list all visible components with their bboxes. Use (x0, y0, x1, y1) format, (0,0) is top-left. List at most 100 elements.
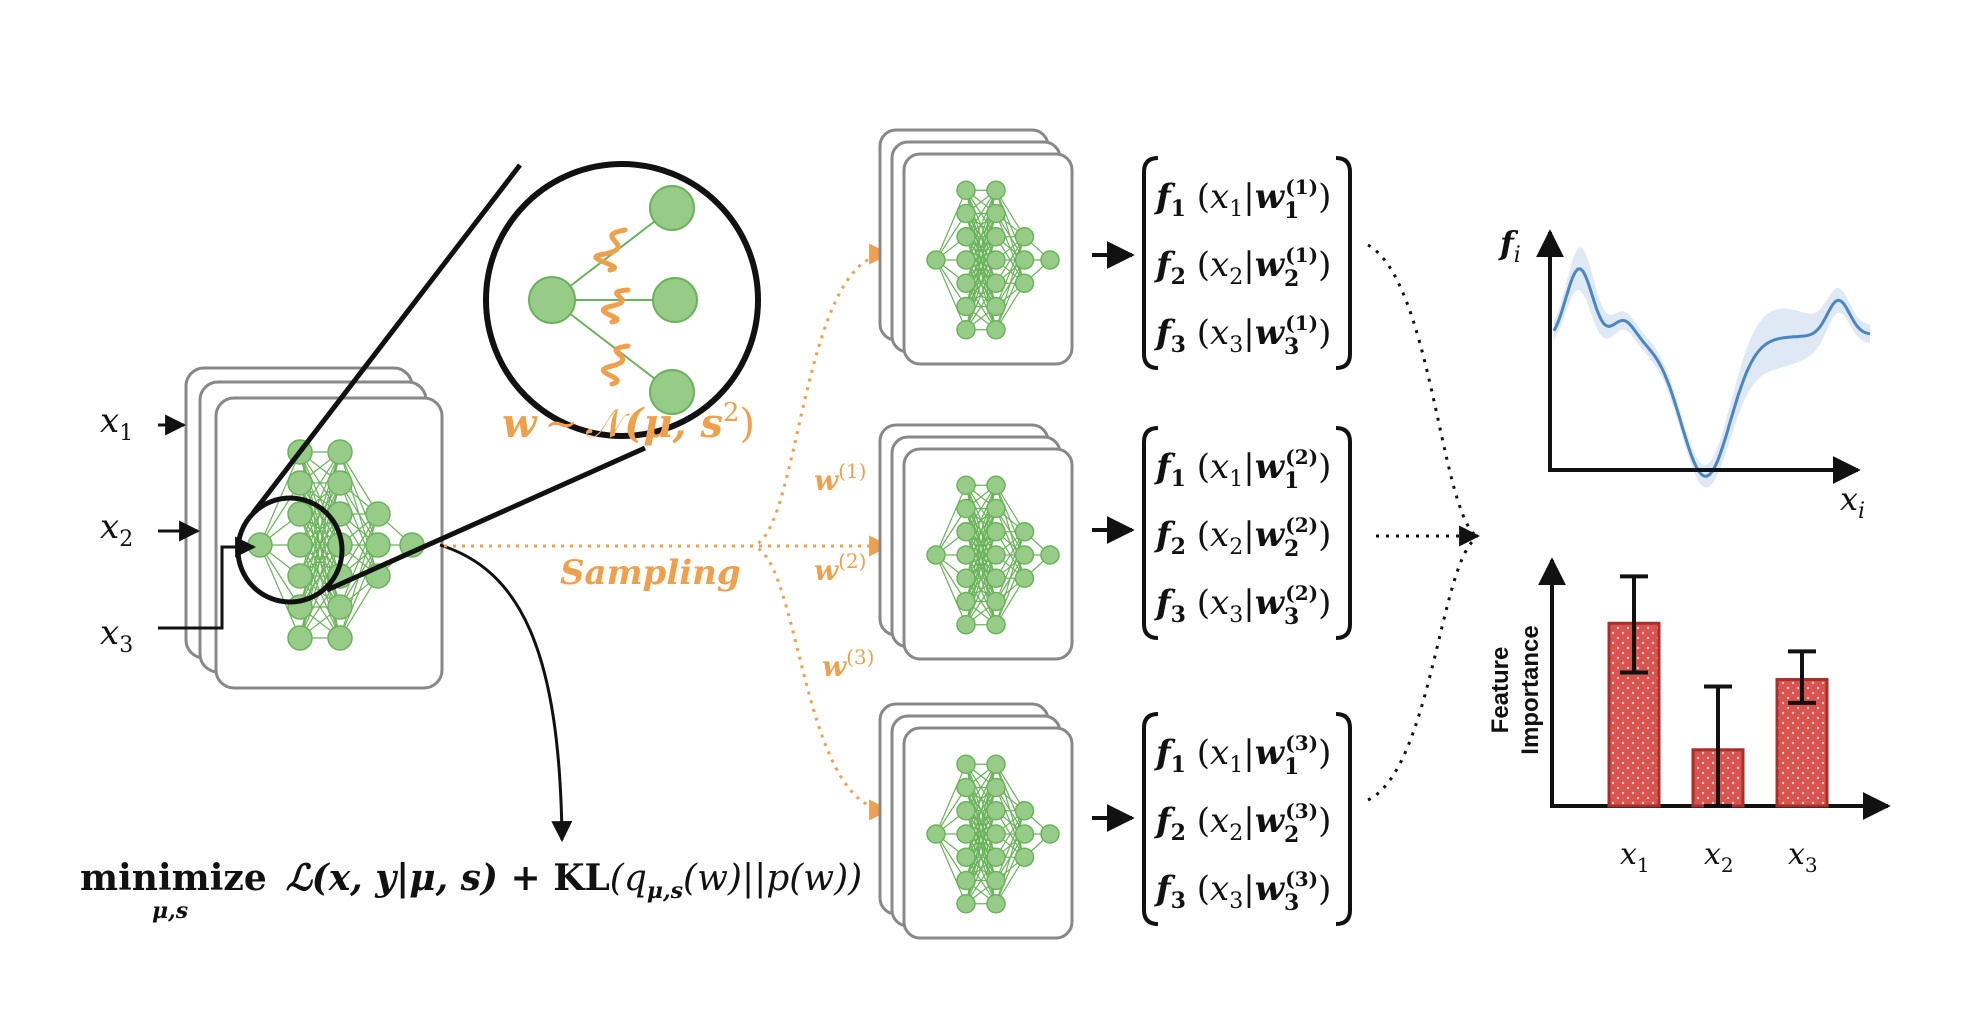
node-icon (528, 276, 576, 324)
shape-function-term: f3 (x3|w3(1)) (1154, 311, 1331, 360)
network-node-icon (1014, 227, 1035, 247)
objective-equation: minimize ℒ(x, y|μ, s) + KL(qμ,s(w)||p(w)… (80, 857, 862, 924)
network-edge (995, 259, 1026, 330)
network-node-icon (986, 615, 1006, 635)
svg-text:μ,s: μ,s (152, 898, 188, 924)
bar-category-label: x3 (1788, 837, 1818, 877)
network-node-icon (1014, 545, 1035, 565)
network-node-icon (986, 568, 1006, 588)
neural-network-icon (926, 180, 1060, 340)
network-node-icon (986, 273, 1006, 293)
network-node-icon (986, 498, 1006, 519)
network-node-icon (956, 591, 976, 612)
network-node-icon (365, 532, 391, 558)
bracket-left (1142, 426, 1159, 640)
network-edge (965, 190, 997, 261)
shape-function-term: f2 (x2|w2(1)) (1154, 243, 1331, 292)
network-edge (935, 259, 967, 330)
bracket-left (1142, 712, 1159, 926)
zoom-lens (235, 161, 761, 605)
shape-function-term: f2 (x2|w2(3)) (1154, 799, 1331, 848)
input-network (184, 366, 444, 690)
network-node-icon (986, 754, 1006, 774)
network-edge (995, 531, 1026, 602)
network-node-icon (986, 847, 1006, 867)
network-node-icon (247, 532, 273, 558)
svg-text:x2: x2 (100, 507, 133, 552)
shape-curve (1552, 267, 1871, 478)
network-node-icon (926, 545, 946, 565)
network-node-icon (986, 250, 1006, 270)
shape-function-term: f1 (x1|w1(1)) (1154, 175, 1331, 224)
network-node-icon (1014, 250, 1035, 270)
network-edge (935, 764, 967, 835)
weight-sample-3: w(3) (822, 645, 874, 683)
node-icon (649, 369, 695, 415)
neural-network-icon (926, 475, 1060, 635)
network-node-icon (287, 625, 313, 651)
network-node-icon (956, 754, 976, 774)
distribution-squiggle-icon (601, 287, 631, 325)
network-edge (995, 833, 1026, 904)
network-node-icon (986, 522, 1006, 542)
network-edge (339, 544, 379, 639)
network-edge (995, 810, 1026, 881)
network-node-icon (956, 203, 976, 224)
error-bar-x3 (1788, 649, 1816, 705)
sampled-network-3 (878, 702, 1074, 940)
function-set-1: f1 (x1|w1(1)) f2 (x2|w2(1)) f3 (x3|w3(1)) (1142, 156, 1352, 370)
network-edge (965, 764, 997, 835)
function-set-3: f1 (x1|w1(3))f2 (x2|w2(3))f3 (x3|w3(3)) (1142, 712, 1352, 926)
network-node-icon (956, 568, 976, 588)
network-edge (965, 554, 997, 625)
network-node-icon (287, 563, 313, 589)
network-edge (259, 544, 301, 639)
error-bar-x1 (1620, 574, 1648, 675)
sampled-network-1 (878, 128, 1074, 366)
network-edge (935, 190, 967, 261)
network-node-icon (287, 470, 313, 496)
input-x2: x2 (100, 507, 133, 552)
aggregation-arrows (1367, 243, 1481, 802)
function-set-2: f1 (x1|w1(2))f2 (x2|w2(2))f3 (x3|w3(2)) (1142, 426, 1352, 640)
network-node-icon (327, 625, 353, 651)
network-node-icon (986, 801, 1006, 821)
node-icon (652, 277, 698, 323)
network-node-icon (956, 475, 976, 495)
network-node-icon (986, 777, 1006, 798)
network-node-icon (327, 470, 353, 496)
network-node-icon (986, 870, 1006, 891)
network-node-icon (956, 545, 976, 565)
network-node-icon (365, 501, 391, 527)
network-node-icon (986, 475, 1006, 495)
network-node-icon (1014, 273, 1035, 293)
svg-text:x1: x1 (100, 401, 133, 446)
network-node-icon (956, 522, 976, 542)
network-node-icon (956, 801, 976, 821)
network-node-icon (956, 847, 976, 867)
network-node-icon (1014, 568, 1035, 588)
bar-category-label: x2 (1704, 837, 1734, 877)
distribution-squiggle-icon (601, 343, 631, 387)
network-node-icon (287, 532, 313, 558)
network-node-icon (1040, 824, 1060, 844)
shape-function-term: f1 (x1|w1(2)) (1154, 445, 1331, 494)
network-node-icon (1014, 522, 1035, 542)
network-node-icon (986, 203, 1006, 224)
shape-x-label: xi (1840, 480, 1865, 524)
neural-network-icon (247, 439, 425, 651)
shape-function-term: f2 (x2|w2(2)) (1154, 513, 1331, 562)
sampled-network-2 (878, 423, 1074, 661)
network-node-icon (956, 824, 976, 844)
network-node-icon (926, 824, 946, 844)
distribution-squiggle-icon (593, 227, 628, 273)
network-node-icon (287, 501, 313, 527)
svg-text:x3: x3 (100, 613, 133, 658)
network-node-icon (986, 227, 1006, 247)
network-edge (339, 513, 379, 608)
network-node-icon (1014, 801, 1035, 821)
network-edge (965, 259, 997, 330)
